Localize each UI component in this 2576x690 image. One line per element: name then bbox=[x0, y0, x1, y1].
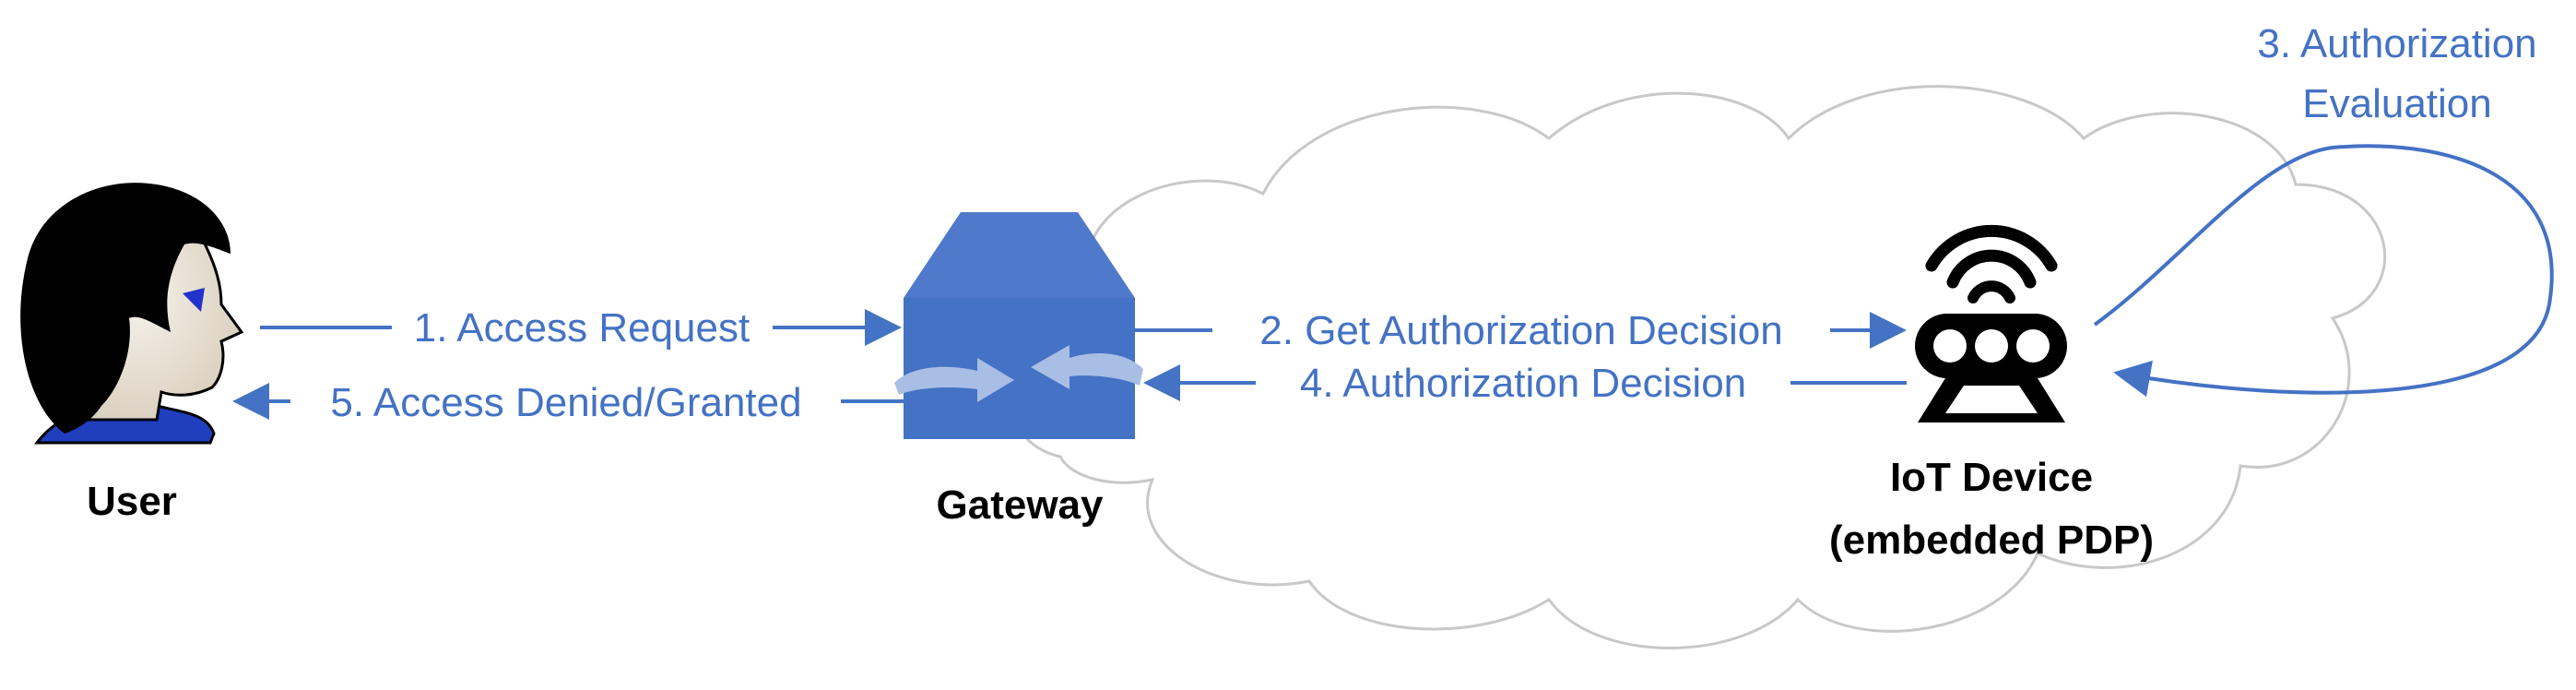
wifi-arc-outer bbox=[1925, 224, 2058, 272]
step5-label: 5. Access Denied/Granted bbox=[330, 380, 801, 425]
step3-label-line1: 3. Authorization bbox=[2257, 21, 2536, 66]
gateway-switch-icon bbox=[894, 212, 1143, 439]
gateway-arrow-left bbox=[1031, 345, 1143, 389]
arrow-step3-loop bbox=[2093, 144, 2554, 398]
device-label-line1: IoT Device bbox=[1890, 455, 2093, 500]
device-light-2 bbox=[1975, 329, 2008, 363]
user-eye bbox=[183, 288, 205, 312]
step3-label-line2: Evaluation bbox=[2302, 81, 2491, 126]
gateway-top bbox=[904, 212, 1135, 298]
step4-label: 4. Authorization Decision bbox=[1300, 361, 1746, 406]
step1-label: 1. Access Request bbox=[414, 305, 750, 351]
wifi-arc-middle bbox=[1946, 249, 2037, 289]
user-label: User bbox=[87, 479, 177, 524]
device-label-line2: (embedded PDP) bbox=[1829, 518, 2154, 563]
wifi-arc-inner bbox=[1967, 280, 2015, 303]
person-head-icon bbox=[20, 183, 244, 445]
gateway-arrow-right bbox=[894, 358, 1014, 402]
user-hair bbox=[20, 183, 231, 434]
device-light-3 bbox=[2016, 329, 2050, 363]
step2-label: 2. Get Authorization Decision bbox=[1259, 308, 1782, 353]
device-stand-cutout bbox=[1945, 386, 2038, 413]
device-light-1 bbox=[1933, 329, 1967, 363]
gateway-label: Gateway bbox=[937, 482, 1105, 528]
cloud-shape bbox=[1006, 85, 2387, 649]
iot-device-icon bbox=[1915, 224, 2067, 422]
cloud-outline bbox=[1006, 85, 2387, 649]
